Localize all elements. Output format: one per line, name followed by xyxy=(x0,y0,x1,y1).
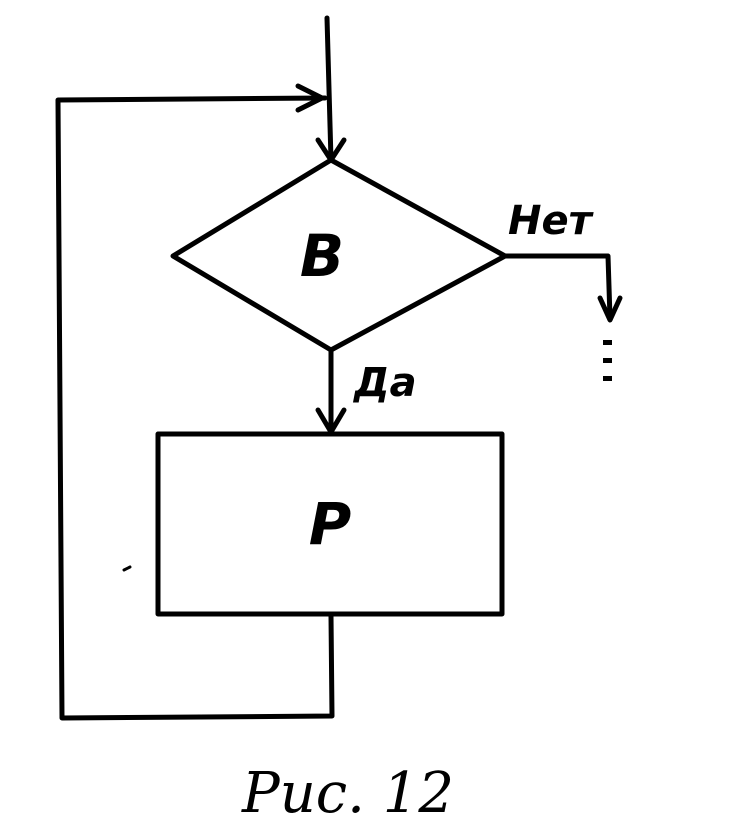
yes-label: Да xyxy=(352,360,417,406)
entry-line xyxy=(324,15,334,163)
no-label: Нет xyxy=(508,198,595,244)
process-label: P xyxy=(309,490,352,558)
continuation-dots xyxy=(603,340,612,381)
process-box xyxy=(155,431,505,617)
no-branch-arrowhead xyxy=(597,295,623,323)
loop-back-line xyxy=(55,95,335,721)
loop-back-arrowhead xyxy=(295,83,325,113)
figure-caption: Рис. 12 xyxy=(241,761,454,826)
no-branch-line xyxy=(502,253,613,321)
condition-label: B xyxy=(300,222,344,290)
scan-mark xyxy=(122,565,132,572)
